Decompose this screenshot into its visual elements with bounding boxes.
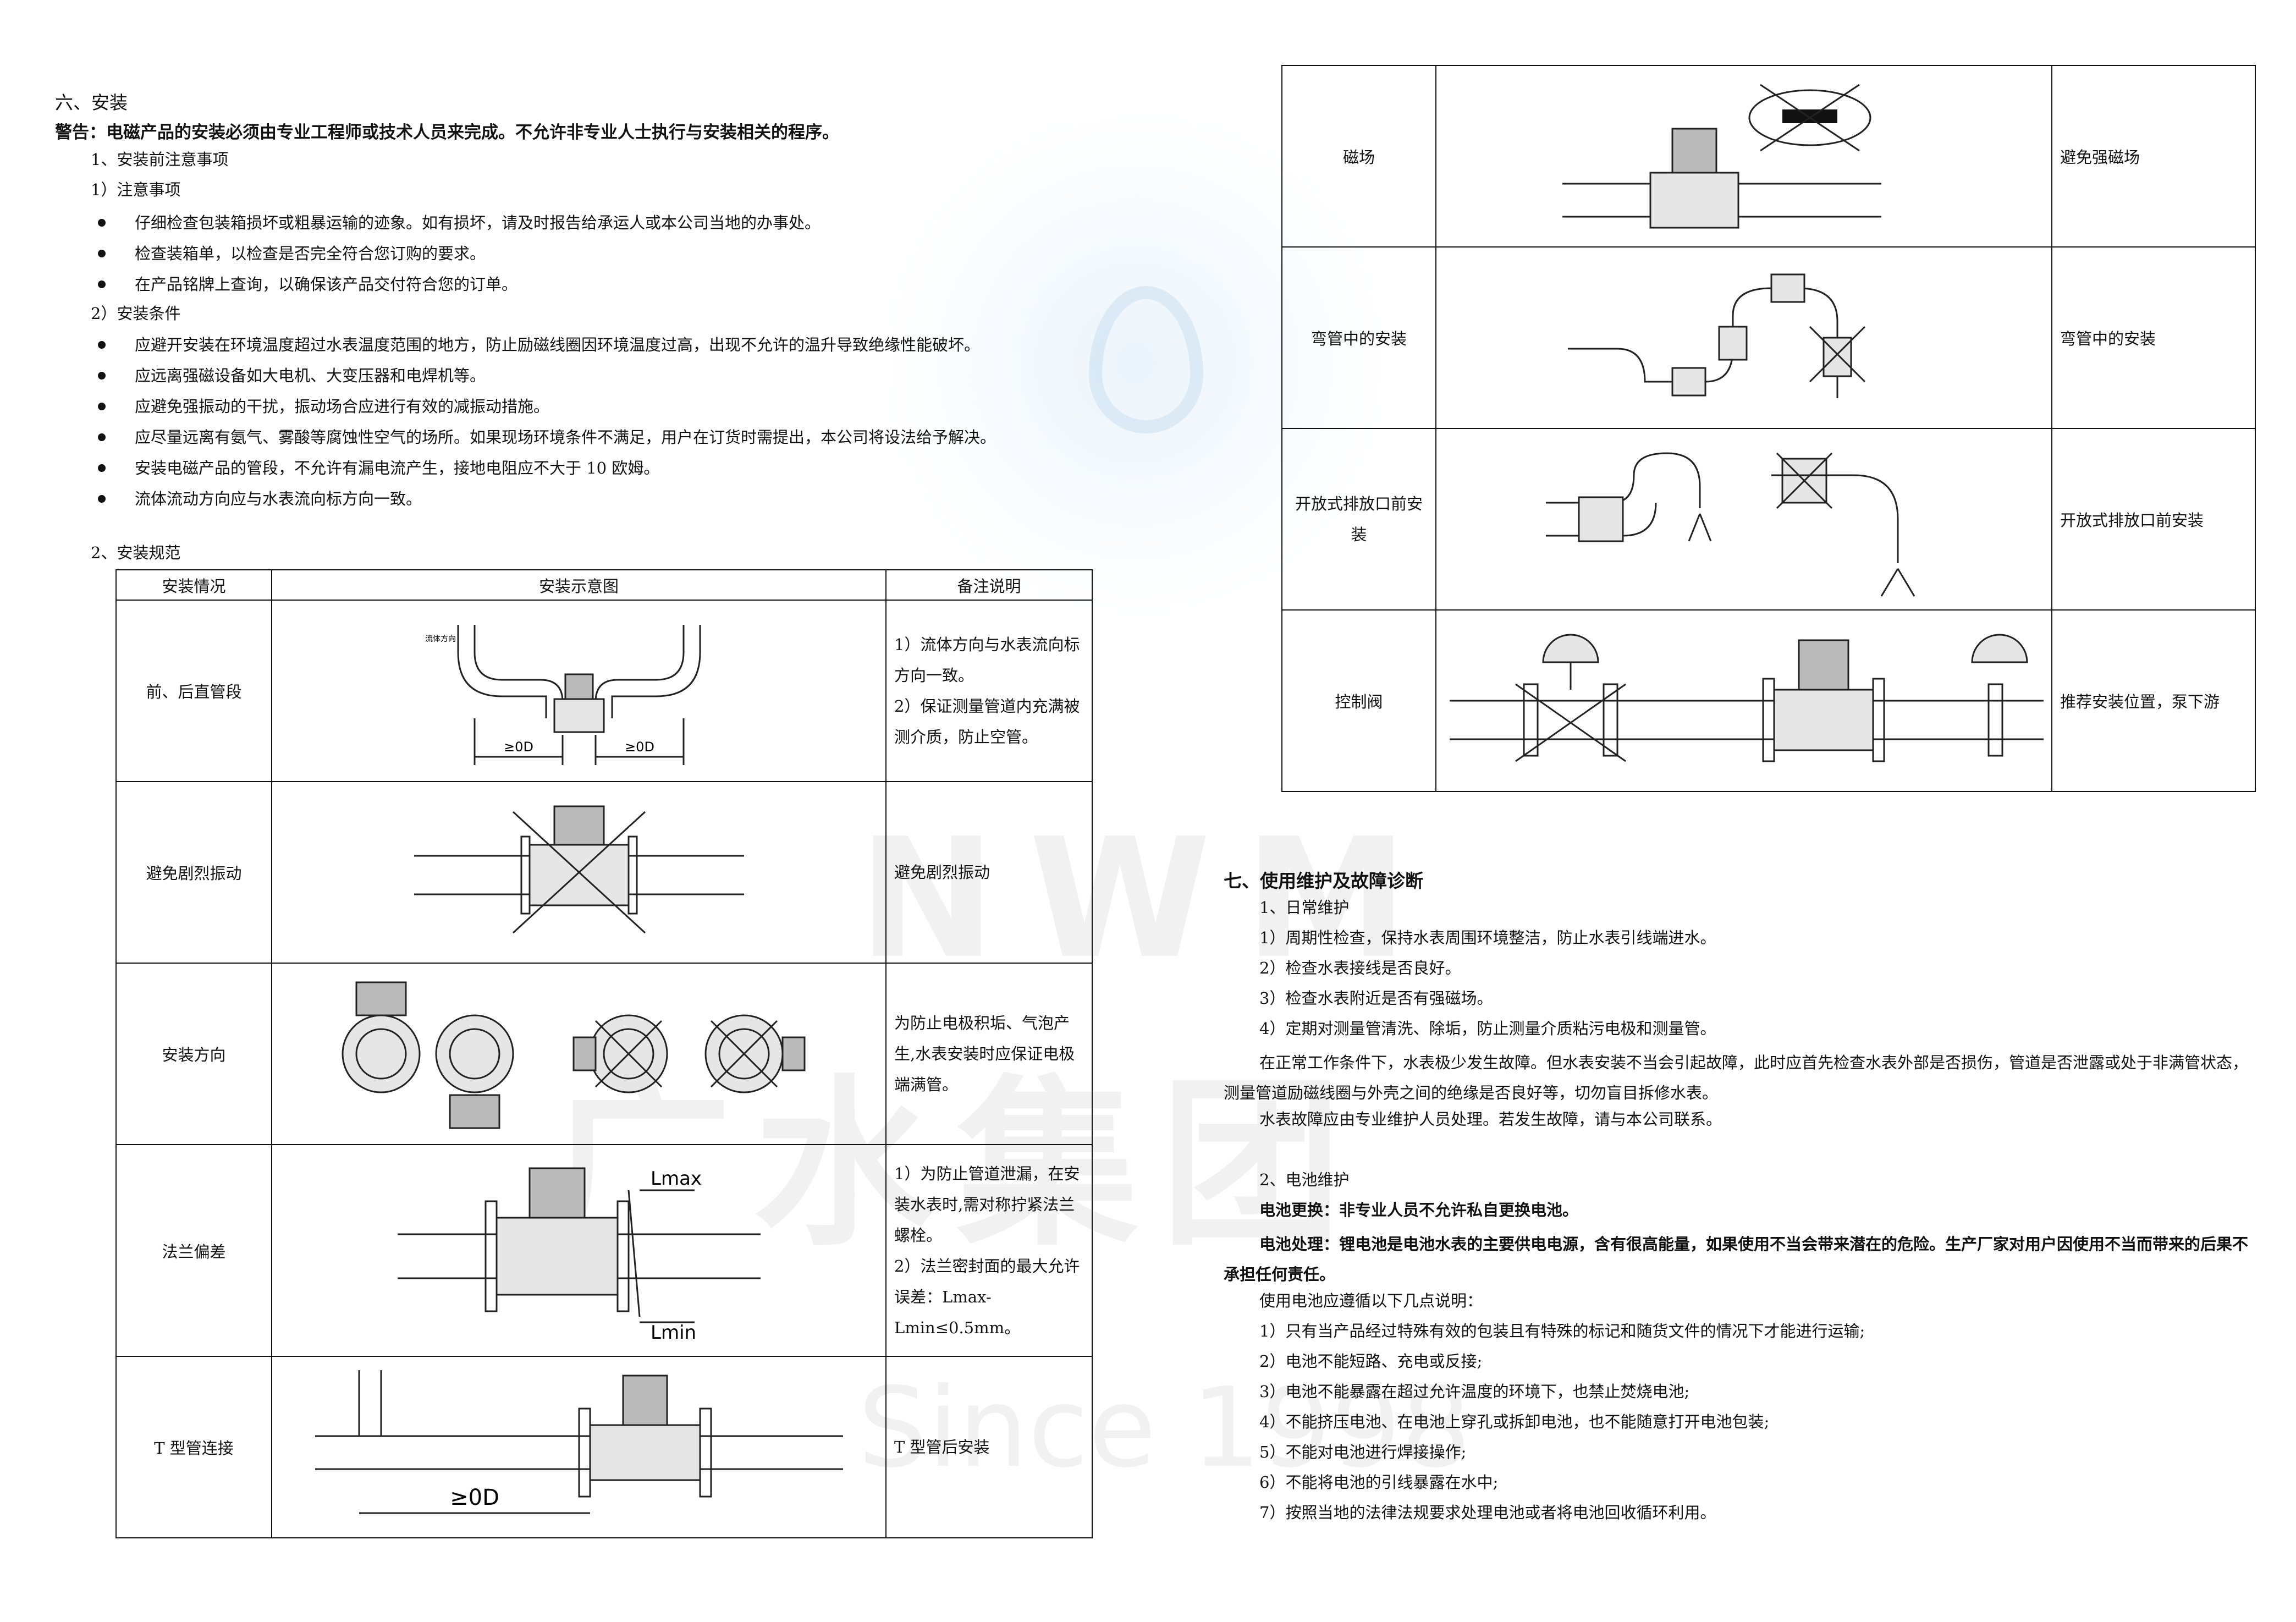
table-row: 开放式排放口前安装 开放式排放口前安装 bbox=[1281, 428, 2256, 611]
fault-contact: 水表故障应由专业维护人员处理。若发生故障，请与本公司联系。 bbox=[1259, 1110, 1722, 1129]
install-scenarios-table: 磁场 避免强磁场 弯管中的安装 bbox=[1281, 65, 2256, 792]
bullet-dot bbox=[98, 464, 106, 472]
note-item: 在产品铭牌上查询，以确保该产品交付符合您的订单。 bbox=[135, 275, 518, 294]
bullet-dot bbox=[98, 433, 106, 441]
table-row: 控制阀 推荐安装位置，泵下游 bbox=[1281, 609, 2256, 792]
table-row: 磁场 避免强磁场 bbox=[1281, 65, 2256, 248]
row-note: 推荐安装位置，泵下游 bbox=[2051, 609, 2256, 792]
battery-usage-item: 4）不能挤压电池、在电池上穿孔或拆卸电池，也不能随意打开电池包装; bbox=[1259, 1412, 1770, 1431]
note-line: 2）保证测量管道内充满被测介质，防止空管。 bbox=[894, 697, 1080, 746]
row-note: 1）流体方向与水表流向标方向一致。 2）保证测量管道内充满被测介质，防止空管。 bbox=[885, 600, 1093, 782]
battery-replace: 电池更换：非专业人员不允许私自更换电池。 bbox=[1259, 1201, 1579, 1219]
note-line: 避免剧烈振动 bbox=[894, 863, 990, 882]
battery-usage-intro: 使用电池应遵循以下几点说明： bbox=[1259, 1291, 1483, 1310]
orientation-diagram bbox=[271, 963, 887, 1145]
bullet-dot bbox=[98, 250, 106, 257]
fault-paragraph: 在正常工作条件下，水表极少发生故障。但水表安装不当会引起故障，此时应首先检查水表… bbox=[1224, 1053, 2249, 1102]
condition-item: 应尽量远离有氨气、雾酸等腐蚀性空气的场所。如果现场环境条件不满足，用户在订货时需… bbox=[135, 428, 996, 447]
bullet-dot bbox=[98, 219, 106, 227]
open-discharge-diagram bbox=[1435, 428, 2052, 611]
subheading-spec: 2、安装规范 bbox=[91, 543, 181, 562]
fig-label: ≥0D bbox=[450, 1485, 499, 1510]
fig-label: Lmin bbox=[651, 1322, 696, 1344]
condition-item: 应避开安装在环境温度超过水表温度范围的地方，防止励磁线圈因环境温度过高，出现不允… bbox=[135, 336, 981, 354]
row-note: 避免剧烈振动 bbox=[885, 781, 1093, 964]
subheading-battery: 2、电池维护 bbox=[1259, 1170, 1350, 1189]
table-row: 弯管中的安装 弯管中的安装 bbox=[1281, 246, 2256, 429]
row-name: 前、后直管段 bbox=[115, 600, 272, 782]
header-cell: 安装示意图 bbox=[271, 569, 887, 601]
row-name: 法兰偏差 bbox=[115, 1144, 272, 1357]
row-note: T 型管后安装 bbox=[885, 1356, 1093, 1538]
note-line: 2）法兰密封面的最大允许误差：Lmax-Lmin≤0.5mm。 bbox=[894, 1256, 1080, 1337]
table-row: T 型管连接 ≥0D T 型管后安装 bbox=[115, 1356, 1093, 1538]
row-note: 开放式排放口前安装 bbox=[2051, 428, 2256, 611]
row-note: 1）为防止管道泄漏，在安装水表时,需对称拧紧法兰螺栓。 2）法兰密封面的最大允许… bbox=[885, 1144, 1093, 1357]
straight-pipe-diagram: ≥0D ≥0D 流体方向 bbox=[271, 600, 887, 782]
vibration-diagram bbox=[271, 781, 887, 964]
condition-item: 应远离强磁设备如大电机、大变压器和电焊机等。 bbox=[135, 366, 486, 385]
battery-handling: 电池处理：锂电池是电池水表的主要供电电源，含有很高能量，如果使用不当会带来潜在的… bbox=[1224, 1235, 2249, 1284]
battery-usage-item: 5）不能对电池进行焊接操作; bbox=[1259, 1443, 1467, 1461]
fig-label: Lmax bbox=[651, 1168, 702, 1190]
note-line: 1）流体方向与水表流向标方向一致。 bbox=[894, 635, 1080, 685]
flange-deviation-diagram: Lmax Lmin bbox=[271, 1144, 887, 1357]
bullet-dot bbox=[98, 341, 106, 349]
row-name: 开放式排放口前安装 bbox=[1281, 428, 1436, 611]
table-row: 避免剧烈振动 避免剧烈振动 bbox=[115, 781, 1093, 964]
elbow-install-diagram bbox=[1435, 246, 2052, 429]
row-note: 弯管中的安装 bbox=[2051, 246, 2256, 429]
battery-usage-item: 2）电池不能短路、充电或反接; bbox=[1259, 1352, 1483, 1371]
bullet-dot bbox=[98, 495, 106, 503]
table-row: 法兰偏差 Lmax Lmin 1）为防止管道泄漏，在安装水表时,需对称拧紧法兰螺… bbox=[115, 1144, 1093, 1357]
maintenance-item: 3）检查水表附近是否有强磁场。 bbox=[1259, 989, 1493, 1008]
row-name: T 型管连接 bbox=[115, 1356, 272, 1538]
control-valve-diagram bbox=[1435, 609, 2052, 792]
fig-label: ≥0D bbox=[625, 739, 654, 755]
section-title: 七、使用维护及故障诊断 bbox=[1224, 870, 1423, 892]
table-row: 安装方向 为防止电极积垢、气泡产生,水表安装时应保证电极端满管。 bbox=[115, 963, 1093, 1145]
row-name: 控制阀 bbox=[1281, 609, 1436, 792]
condition-item: 安装电磁产品的管段，不允许有漏电流产生，接地电阻应不大于 10 欧姆。 bbox=[135, 459, 660, 477]
note-line: T 型管后安装 bbox=[894, 1438, 990, 1456]
row-name: 磁场 bbox=[1281, 65, 1436, 248]
row-name: 弯管中的安装 bbox=[1281, 246, 1436, 429]
header-cell: 安装情况 bbox=[115, 569, 272, 601]
row-note: 为防止电极积垢、气泡产生,水表安装时应保证电极端满管。 bbox=[885, 963, 1093, 1145]
fig-label: ≥0D bbox=[504, 739, 533, 755]
table-row: 前、后直管段 ≥0D ≥0D 流体方向 1）流体方向与水表流向标方 bbox=[115, 600, 1093, 782]
header-cell: 备注说明 bbox=[885, 569, 1093, 601]
magnetic-field-diagram bbox=[1435, 65, 2052, 248]
note-line: 为防止电极积垢、气泡产生,水表安装时应保证电极端满管。 bbox=[894, 1014, 1075, 1094]
subheading-pre-install: 1、安装前注意事项 bbox=[91, 150, 229, 169]
note-line: 1）为防止管道泄漏，在安装水表时,需对称拧紧法兰螺栓。 bbox=[894, 1164, 1080, 1245]
battery-usage-item: 1）只有当产品经过特殊有效的包装且有特殊的标记和随货文件的情况下才能进行运输; bbox=[1259, 1322, 1865, 1340]
subheading-conditions: 2）安装条件 bbox=[91, 304, 181, 323]
condition-item: 流体流动方向应与水表流向标方向一致。 bbox=[135, 490, 422, 508]
install-spec-table: 安装情况 安装示意图 备注说明 前、后直管段 ≥0D ≥0D 流体方向 bbox=[115, 569, 1093, 1538]
subheading-notes: 1）注意事项 bbox=[91, 180, 181, 199]
bullet-dot bbox=[98, 281, 106, 288]
subheading-daily: 1、日常维护 bbox=[1259, 898, 1350, 917]
row-note: 避免强磁场 bbox=[2051, 65, 2256, 248]
row-name: 避免剧烈振动 bbox=[115, 781, 272, 964]
warning-text: 警告：电磁产品的安装必须由专业工程师或技术人员来完成。不允许非专业人士执行与安装… bbox=[55, 123, 839, 142]
magnet-icon bbox=[1782, 109, 1837, 123]
note-item: 检查装箱单，以检查是否完全符合您订购的要求。 bbox=[135, 244, 486, 263]
condition-item: 应避免强振动的干扰，振动场合应进行有效的减振动措施。 bbox=[135, 397, 550, 416]
bullet-dot bbox=[98, 403, 106, 410]
row-name: 安装方向 bbox=[115, 963, 272, 1145]
table-header-row: 安装情况 安装示意图 备注说明 bbox=[115, 569, 1093, 601]
t-pipe-diagram: ≥0D bbox=[271, 1356, 887, 1538]
section-title: 六、安装 bbox=[55, 92, 128, 113]
battery-usage-item: 3）电池不能暴露在超过允许温度的环境下，也禁止焚烧电池; bbox=[1259, 1382, 1690, 1401]
battery-usage-item: 7）按照当地的法律法规要求处理电池或者将电池回收循环利用。 bbox=[1259, 1503, 1716, 1522]
battery-usage-item: 6）不能将电池的引线暴露在水中; bbox=[1259, 1473, 1499, 1492]
fig-label: 流体方向 bbox=[425, 635, 456, 644]
maintenance-item: 2）检查水表接线是否良好。 bbox=[1259, 959, 1461, 977]
maintenance-item: 1）周期性检查，保持水表周围环境整洁，防止水表引线端进水。 bbox=[1259, 928, 1716, 947]
bullet-dot bbox=[98, 372, 106, 380]
maintenance-item: 4）定期对测量管清洗、除垢，防止测量介质粘污电极和测量管。 bbox=[1259, 1019, 1716, 1038]
note-item: 仔细检查包装箱损坏或粗暴运输的迹象。如有损坏，请及时报告给承运人或本公司当地的办… bbox=[135, 213, 821, 232]
